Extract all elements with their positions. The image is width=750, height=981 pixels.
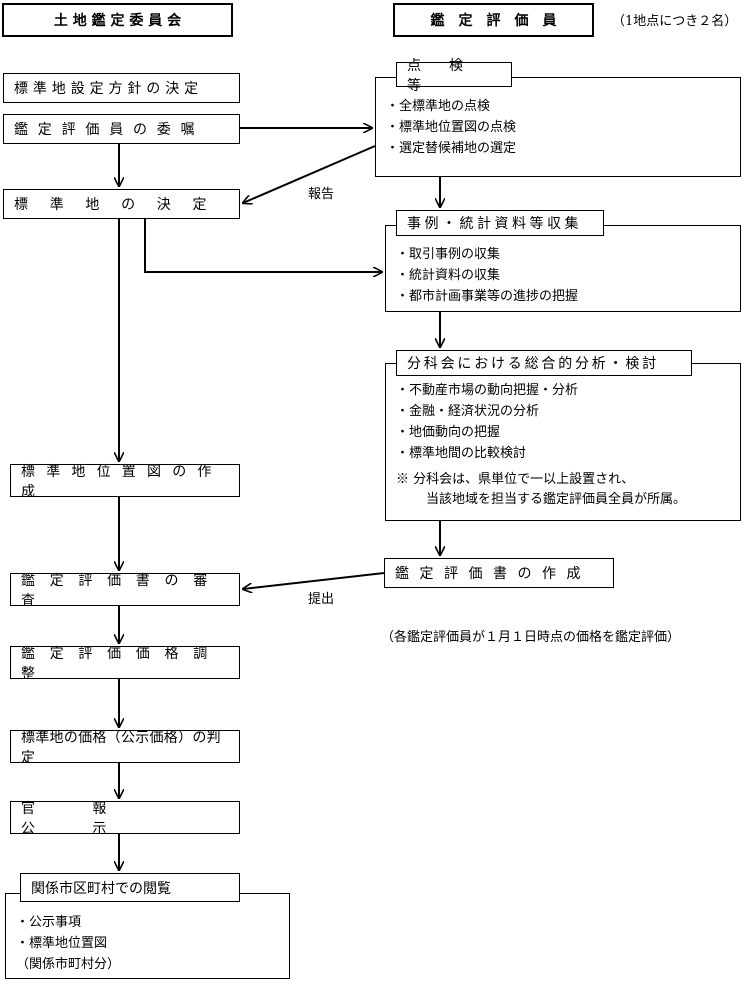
subcommittee-note-line2: 当該地域を担当する鑑定評価員全員が所属。 — [426, 492, 687, 507]
flow-step-commission-label: 鑑定評価員の委嘱 — [14, 122, 205, 138]
flow-step-adjustment-label: 鑑定評価価格調整 — [21, 645, 222, 682]
viewing-item: （関係市町村分） — [16, 957, 121, 972]
collection-item: ・取引事例の収集 — [396, 247, 501, 262]
flow-step-adjustment: 鑑定評価価格調整 — [10, 646, 240, 682]
subcommittee-item: ・標準地間の比較検討 — [396, 446, 527, 461]
appraiser-note: （1地点につき２名） — [612, 14, 738, 29]
flow-step-review: 鑑定評価書の審査 — [10, 573, 240, 609]
viewing-item: ・公示事項 — [16, 915, 82, 930]
flow-step-price-judgement: 標準地の価格（公示価格）の判定 — [10, 730, 240, 766]
arrow-decision-to-collection — [144, 219, 382, 272]
subcommittee-note-line1: ※ 分科会は、県単位で一以上設置され、 — [396, 472, 635, 487]
flow-step-location-map: 標準地位置図の作成 — [10, 464, 240, 500]
inspection-title-label: 点 検 等 — [407, 57, 491, 94]
collection-title: 事例・統計資料等収集 — [396, 210, 604, 236]
flow-step-policy-label: 標準地設定方針の決定 — [14, 81, 203, 97]
flow-step-decision-label: 標準地の決定 — [14, 197, 229, 213]
inspection-title: 点 検 等 — [396, 58, 512, 94]
collection-panel: ・取引事例の収集 ・統計資料の収集 ・都市計画事業等の進捗の把握 — [385, 225, 741, 312]
inspection-item: ・全標準地の点検 — [386, 99, 491, 114]
viewing-title-label: 関係市区町村での閲覧 — [31, 880, 171, 897]
viewing-title: 関係市区町村での閲覧 — [20, 873, 240, 902]
report-creation-label: 鑑定評価書の作成 — [395, 566, 591, 582]
viewing-item: ・標準地位置図 — [16, 936, 108, 951]
flow-step-location-map-label: 標準地位置図の作成 — [21, 463, 223, 500]
flow-step-decision: 標準地の決定 — [3, 189, 240, 219]
committee-header-label: 土 地 鑑 定 委 員 会 — [53, 13, 182, 29]
inspection-panel: ・全標準地の点検 ・標準地位置図の点検 ・選定替候補地の選定 — [375, 77, 741, 177]
appraiser-header: 鑑 定 評 価 員 — [393, 3, 594, 37]
arrow-submit — [243, 572, 385, 589]
subcommittee-item: ・地価動向の把握 — [396, 425, 501, 440]
subcommittee-note: ※ 分科会は、県単位で一以上設置され、 当該地域を担当する鑑定評価員全員が所属。 — [396, 470, 732, 510]
submit-label: 提出 — [308, 592, 335, 607]
subcommittee-item: ・金融・経済状況の分析 — [396, 404, 540, 419]
inspection-item: ・標準地位置図の点検 — [386, 120, 517, 135]
subcommittee-item: ・不動産市場の動向把握・分析 — [396, 383, 579, 398]
flow-step-price-judgement-label: 標準地の価格（公示価格）の判定 — [21, 729, 221, 766]
flow-step-policy: 標準地設定方針の決定 — [3, 73, 240, 103]
committee-header: 土 地 鑑 定 委 員 会 — [2, 3, 233, 37]
appraiser-header-label: 鑑 定 評 価 員 — [430, 13, 557, 29]
flow-step-commission: 鑑定評価員の委嘱 — [3, 114, 240, 144]
collection-item: ・統計資料の収集 — [396, 268, 501, 283]
collection-title-label: 事例・統計資料等収集 — [407, 216, 582, 232]
report-caption: （各鑑定評価員が１月１日時点の価格を鑑定評価） — [381, 630, 681, 645]
flow-step-gazette: 官報公示 — [10, 801, 240, 837]
flow-step-gazette-label: 官報公示 — [21, 800, 164, 837]
report-label: 報告 — [308, 187, 335, 202]
flow-step-review-label: 鑑定評価書の審査 — [21, 572, 222, 609]
collection-item: ・都市計画事業等の進捗の把握 — [396, 289, 579, 304]
arrow-report — [243, 145, 376, 203]
report-creation-box: 鑑定評価書の作成 — [384, 558, 614, 588]
subcommittee-title: 分科会における総合的分析・検討 — [396, 350, 692, 376]
viewing-panel: ・公示事項 ・標準地位置図 （関係市町村分） — [5, 893, 290, 979]
subcommittee-panel: ・不動産市場の動向把握・分析 ・金融・経済状況の分析 ・地価動向の把握 ・標準地… — [385, 363, 741, 521]
subcommittee-title-label: 分科会における総合的分析・検討 — [407, 356, 659, 372]
inspection-item: ・選定替候補地の選定 — [386, 141, 517, 156]
